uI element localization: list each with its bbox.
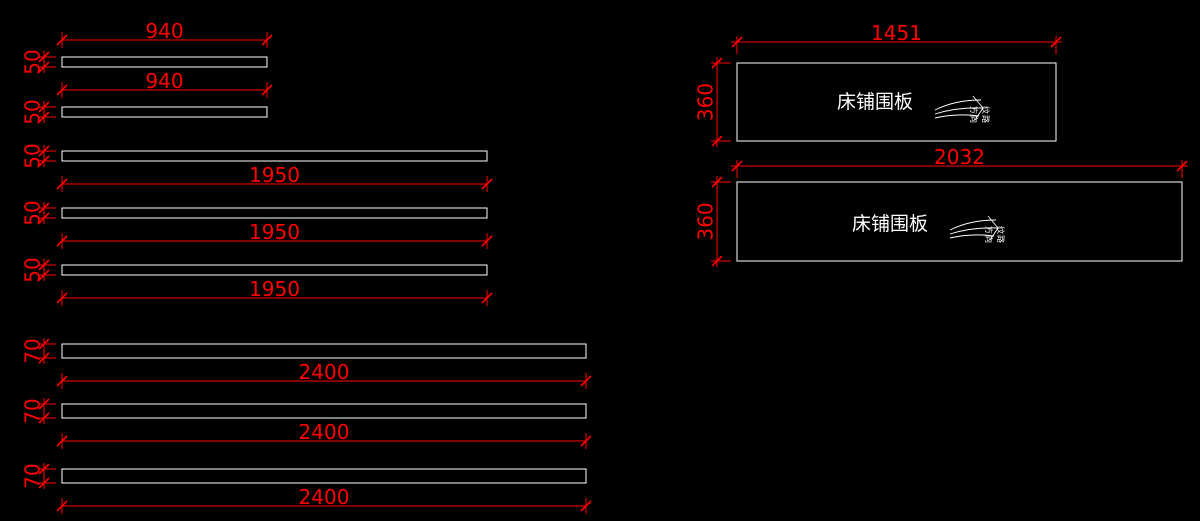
dimension-tick xyxy=(38,259,50,271)
dimension-tick xyxy=(38,398,50,410)
dimension-tick xyxy=(56,34,68,46)
strip-outline xyxy=(61,207,488,219)
strip-outline xyxy=(61,56,268,68)
dimension-tick xyxy=(580,435,592,447)
panel-part: 1451 360 床铺围板纹路方向 xyxy=(694,21,1062,147)
length-dimension-label: 1451 xyxy=(871,21,922,45)
dimension-tick xyxy=(38,352,50,364)
length-dimension-label: 1950 xyxy=(249,220,300,244)
width-dimension-label: 50 xyxy=(21,200,45,225)
dimension-tick xyxy=(731,160,743,172)
grain-stroke xyxy=(972,95,984,121)
wood-grain-arrow-icon xyxy=(934,95,984,121)
panel-outline xyxy=(736,181,1183,262)
length-dimension-label: 940 xyxy=(145,69,183,93)
dimension-tick xyxy=(56,500,68,512)
length-dimension-label: 2032 xyxy=(934,145,985,169)
width-dimension-label: 70 xyxy=(21,463,45,488)
dimension-tick xyxy=(38,51,50,63)
panel-part: 2032 360 床铺围板纹路方向 xyxy=(694,145,1188,267)
wood-grain-arrow-icon xyxy=(949,215,999,241)
strip-outline xyxy=(61,468,587,484)
panel-name-label: 床铺围板 xyxy=(837,91,913,113)
length-dimension-label: 1950 xyxy=(249,277,300,301)
grain-stroke xyxy=(934,107,984,115)
dimension-tick xyxy=(580,375,592,387)
dimension-tick xyxy=(711,255,723,267)
panel-name-label: 床铺围板 xyxy=(852,213,928,235)
dimension-tick xyxy=(38,477,50,489)
dimension-tick xyxy=(38,145,50,157)
dimension-tick xyxy=(481,292,493,304)
strip-part: 940 50 xyxy=(21,19,273,75)
length-dimension-label: 1950 xyxy=(249,163,300,187)
dimension-tick xyxy=(580,500,592,512)
strip-outline xyxy=(61,343,587,359)
strip-outline xyxy=(61,106,268,118)
grain-stroke xyxy=(949,227,999,235)
strip-part: 2400 70 xyxy=(21,338,592,389)
strip-outline xyxy=(61,150,488,162)
dimension-tick xyxy=(481,235,493,247)
width-dimension-label: 50 xyxy=(21,257,45,282)
dimension-tick xyxy=(38,61,50,73)
strip-part: 1950 50 xyxy=(21,143,493,192)
dimension-tick xyxy=(711,57,723,69)
strip-part: 1950 50 xyxy=(21,200,493,249)
dimension-tick xyxy=(38,111,50,123)
width-dimension-label: 50 xyxy=(21,143,45,168)
dimension-tick xyxy=(56,435,68,447)
dimension-tick xyxy=(38,155,50,167)
dimension-tick xyxy=(38,202,50,214)
dimension-tick xyxy=(38,412,50,424)
dimension-tick xyxy=(1050,36,1062,48)
dimension-tick xyxy=(1176,160,1188,172)
dimension-tick xyxy=(711,135,723,147)
grain-direction-label: 纹 xyxy=(981,106,991,114)
width-dimension-label: 50 xyxy=(21,49,45,74)
grain-stroke xyxy=(987,215,999,241)
grain-direction-label: 方 xyxy=(984,226,994,234)
width-dimension-label: 360 xyxy=(694,202,718,240)
strip-outline xyxy=(61,264,488,276)
dimension-tick xyxy=(56,178,68,190)
dimension-tick xyxy=(38,338,50,350)
grain-direction-label: 向 xyxy=(984,235,994,243)
length-dimension-label: 940 xyxy=(145,19,183,43)
dimension-tick xyxy=(56,375,68,387)
dimension-tick xyxy=(38,101,50,113)
width-dimension-label: 360 xyxy=(694,83,718,121)
dimension-tick xyxy=(38,463,50,475)
dimension-tick xyxy=(711,176,723,188)
dimension-tick xyxy=(38,212,50,224)
strip-part: 2400 70 xyxy=(21,398,592,449)
strip-part: 1950 50 xyxy=(21,257,493,306)
strip-part: 2400 70 xyxy=(21,463,592,514)
grain-direction-label: 路 xyxy=(981,115,991,123)
length-dimension-label: 2400 xyxy=(299,485,350,509)
dimension-tick xyxy=(56,235,68,247)
grain-direction-label: 路 xyxy=(996,235,1006,243)
width-dimension-label: 70 xyxy=(21,398,45,423)
dimension-tick xyxy=(261,34,273,46)
length-dimension-label: 2400 xyxy=(299,420,350,444)
grain-direction-label: 纹 xyxy=(996,226,1006,234)
grain-stroke xyxy=(934,114,980,119)
width-dimension-label: 50 xyxy=(21,99,45,124)
dimension-tick xyxy=(38,269,50,281)
width-dimension-label: 70 xyxy=(21,338,45,363)
panel-outline xyxy=(736,62,1057,142)
dimension-tick xyxy=(481,178,493,190)
grain-direction-label: 向 xyxy=(969,115,979,123)
dimension-tick xyxy=(56,84,68,96)
length-dimension-label: 2400 xyxy=(299,360,350,384)
dimension-tick xyxy=(261,84,273,96)
strip-outline xyxy=(61,403,587,419)
dimension-tick xyxy=(56,292,68,304)
strip-part: 940 50 xyxy=(21,69,273,125)
grain-stroke xyxy=(949,234,995,239)
grain-direction-label: 方 xyxy=(969,106,979,114)
dimension-tick xyxy=(731,36,743,48)
